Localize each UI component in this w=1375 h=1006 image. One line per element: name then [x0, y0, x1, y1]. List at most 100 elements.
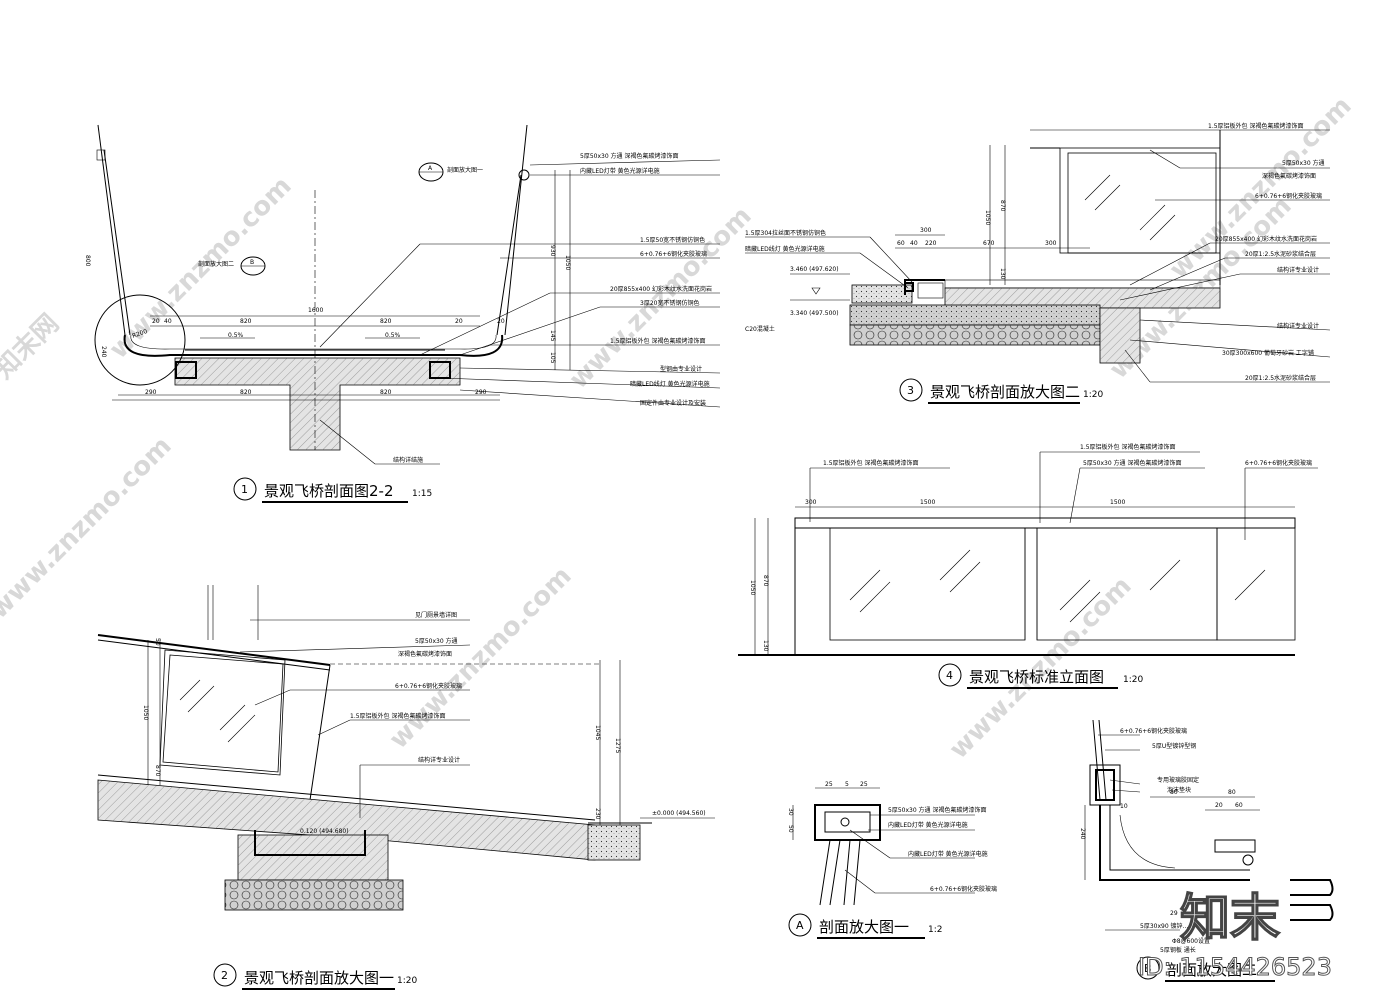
svg-text:820: 820 — [240, 318, 252, 325]
svg-text:20: 20 — [152, 318, 160, 325]
svg-text:1.5厚铝板外包 深褐色氟碳烤漆饰面: 1.5厚铝板外包 深褐色氟碳烤漆饰面 — [610, 337, 705, 345]
svg-text:知末网: 知末网 — [0, 309, 65, 385]
svg-text:内藏LED灯带 黄色光源详电施: 内藏LED灯带 黄色光源详电施 — [580, 167, 660, 175]
svg-text:结构详专业设计: 结构详专业设计 — [418, 756, 460, 764]
svg-text:300: 300 — [920, 227, 932, 234]
svg-text:30厚300x600 葡萄牙砂岩 工字铺: 30厚300x600 葡萄牙砂岩 工字铺 — [1222, 349, 1314, 357]
svg-text:5厚50x30 方通 深褐色氟碳烤漆饰面: 5厚50x30 方通 深褐色氟碳烤漆饰面 — [1083, 459, 1181, 467]
svg-text:1.5厚铝板外包 深褐色氟碳烤漆饰面: 1.5厚铝板外包 深褐色氟碳烤漆饰面 — [823, 459, 918, 467]
svg-text:3厚20宽不锈钢仿铜色: 3厚20宽不锈钢仿铜色 — [640, 299, 699, 307]
svg-text:1.5厚304拉丝面不锈钢仿铜色: 1.5厚304拉丝面不锈钢仿铜色 — [745, 229, 826, 237]
svg-text:A: A — [428, 165, 433, 172]
svg-text:1:15: 1:15 — [412, 489, 432, 499]
svg-text:0.120 (494.680): 0.120 (494.680) — [300, 828, 349, 835]
svg-text:剖面放大图一: 剖面放大图一 — [819, 918, 909, 936]
svg-text:B: B — [1144, 962, 1152, 975]
svg-text:结构详专业设计: 结构详专业设计 — [1277, 266, 1319, 274]
view-A-detail: 25 5 25 30 50 5厚50x30 方通 深褐色氟碳烤漆饰面 内藏LED… — [787, 781, 997, 939]
svg-text:240: 240 — [1079, 828, 1086, 840]
svg-text:5: 5 — [845, 781, 849, 788]
svg-text:剖面放大图一: 剖面放大图一 — [447, 166, 483, 174]
handrail-left — [96, 149, 106, 161]
svg-text:240: 240 — [100, 346, 107, 358]
svg-text:5厚U型镀锌型钢: 5厚U型镀锌型钢 — [1152, 742, 1196, 750]
svg-text:1.5厚铝板外包 深褐色氟碳烤漆饰面: 1.5厚铝板外包 深褐色氟碳烤漆饰面 — [1080, 443, 1175, 451]
svg-text:深褐色氟碳烤漆饰面: 深褐色氟碳烤漆饰面 — [398, 650, 452, 658]
svg-text:20: 20 — [497, 318, 505, 325]
view-3-enlarged-section-2: 1050 870 130 300 60 40 220 670 300 3.460… — [745, 122, 1331, 404]
svg-text:40: 40 — [910, 240, 918, 247]
svg-text:20厚1:2.5水泥砂浆结合层: 20厚1:2.5水泥砂浆结合层 — [1245, 374, 1316, 382]
svg-text:3: 3 — [907, 384, 914, 397]
svg-text:A: A — [796, 919, 804, 932]
svg-text:Φ8@600设置: Φ8@600设置 — [1172, 937, 1210, 945]
svg-text:1275: 1275 — [614, 738, 621, 753]
svg-text:景观飞桥标准立面图: 景观飞桥标准立面图 — [969, 668, 1104, 686]
svg-text:5厚50x30 方通: 5厚50x30 方通 — [415, 637, 458, 645]
svg-text:泡沫垫块: 泡沫垫块 — [1167, 786, 1191, 794]
svg-text:60: 60 — [1235, 802, 1243, 809]
handrail-right — [518, 169, 530, 181]
view-2-enlarged-section-1: 1045 1275 230 1050 50 870 ±0.000 (494.56… — [97, 585, 715, 990]
watermark-text: www.znzmo.com — [0, 431, 178, 625]
svg-text:暗藏LED线灯 黄色光源详电施: 暗藏LED线灯 黄色光源详电施 — [630, 380, 710, 388]
svg-text:20: 20 — [455, 318, 463, 325]
svg-text:1600: 1600 — [308, 307, 323, 314]
svg-text:5厚钢板 通长: 5厚钢板 通长 — [1160, 946, 1196, 954]
svg-text:5厚50x30 方通 深褐色氟碳烤漆饰面: 5厚50x30 方通 深褐色氟碳烤漆饰面 — [888, 806, 986, 814]
svg-text:20厚855x400 幻彩木纹水洗面花岗岩: 20厚855x400 幻彩木纹水洗面花岗岩 — [1215, 235, 1317, 243]
svg-text:深褐色氟碳烤漆饰面: 深褐色氟碳烤漆饰面 — [1262, 172, 1316, 180]
svg-text:5厚50x30 方通 深褐色氟碳烤漆饰面: 5厚50x30 方通 深褐色氟碳烤漆饰面 — [580, 152, 678, 160]
svg-text:6+0.76+6钢化夹胶玻璃: 6+0.76+6钢化夹胶玻璃 — [1255, 192, 1322, 200]
svg-text:结构详结施: 结构详结施 — [393, 456, 423, 464]
view-1-section-2-2: 1600 820 820 820 820 290 290 20 40 20 20… — [84, 124, 721, 503]
svg-text:4: 4 — [946, 669, 953, 682]
svg-text:0.5%: 0.5% — [228, 332, 244, 339]
svg-text:20厚1:2.5水泥砂浆结合层: 20厚1:2.5水泥砂浆结合层 — [1245, 250, 1316, 258]
svg-text:290: 290 — [145, 389, 157, 396]
svg-text:820: 820 — [380, 389, 392, 396]
svg-text:50: 50 — [787, 825, 794, 833]
svg-text:1:20: 1:20 — [1123, 675, 1143, 685]
svg-text:300: 300 — [805, 499, 817, 506]
svg-text:3.340 (497.500): 3.340 (497.500) — [790, 310, 839, 317]
svg-text:50: 50 — [154, 638, 161, 646]
svg-text:6+0.76+6钢化夹胶玻璃: 6+0.76+6钢化夹胶玻璃 — [930, 885, 997, 893]
svg-text:800: 800 — [84, 255, 91, 267]
svg-text:1.5厚铝板外包 深褐色氟碳烤漆饰面: 1.5厚铝板外包 深褐色氟碳烤漆饰面 — [350, 712, 445, 720]
detail-callout-circle — [94, 294, 186, 386]
view-4-standard-elevation: 300 1500 1500 1050 870 130 1.5厚铝板外包 深褐色氟… — [738, 443, 1318, 689]
svg-text:景观飞桥剖面放大图一: 景观飞桥剖面放大图一 — [244, 969, 394, 987]
svg-text:固定件由专业设计及安装: 固定件由专业设计及安装 — [640, 399, 706, 407]
svg-text:内藏LED灯带 黄色光源详电施: 内藏LED灯带 黄色光源详电施 — [888, 821, 968, 829]
svg-text:20厚855x400 幻彩木纹水洗面花岗岩: 20厚855x400 幻彩木纹水洗面花岗岩 — [610, 285, 712, 293]
svg-text:870: 870 — [762, 575, 769, 587]
svg-text:60: 60 — [897, 240, 905, 247]
svg-text:1050: 1050 — [749, 580, 756, 595]
svg-text:670: 670 — [983, 240, 995, 247]
svg-text:820: 820 — [380, 318, 392, 325]
svg-text:景观飞桥剖面放大图二: 景观飞桥剖面放大图二 — [930, 383, 1080, 401]
svg-text:870: 870 — [154, 765, 161, 777]
view-B-detail: 20 60 80 80 10 240 29 6+0.76+6钢化夹胶玻璃 5厚U… — [1079, 719, 1334, 982]
svg-text:6+0.76+6钢化夹胶玻璃: 6+0.76+6钢化夹胶玻璃 — [395, 682, 462, 690]
svg-text:290: 290 — [475, 389, 487, 396]
svg-text:105: 105 — [549, 352, 556, 364]
svg-text:1050: 1050 — [142, 705, 149, 720]
svg-text:25: 25 — [825, 781, 833, 788]
svg-text:230: 230 — [594, 808, 601, 820]
svg-text:1050: 1050 — [564, 255, 571, 270]
svg-text:80: 80 — [1228, 789, 1236, 796]
svg-text:R200: R200 — [131, 328, 148, 340]
svg-text:6+0.76+6钢化夹胶玻璃: 6+0.76+6钢化夹胶玻璃 — [1245, 459, 1312, 467]
glass-wall-right — [504, 124, 528, 336]
svg-text:暗藏LED线灯 黄色光源详电施: 暗藏LED线灯 黄色光源详电施 — [745, 245, 825, 253]
brand-logo-text: 知末 — [1180, 889, 1280, 947]
glass-wall-left — [97, 124, 126, 336]
svg-text:820: 820 — [240, 389, 252, 396]
svg-text:130: 130 — [762, 640, 769, 652]
square-tube — [814, 804, 881, 841]
svg-text:6+0.76+6钢化夹胶玻璃: 6+0.76+6钢化夹胶玻璃 — [1120, 727, 1187, 735]
svg-text:1050: 1050 — [984, 210, 991, 225]
